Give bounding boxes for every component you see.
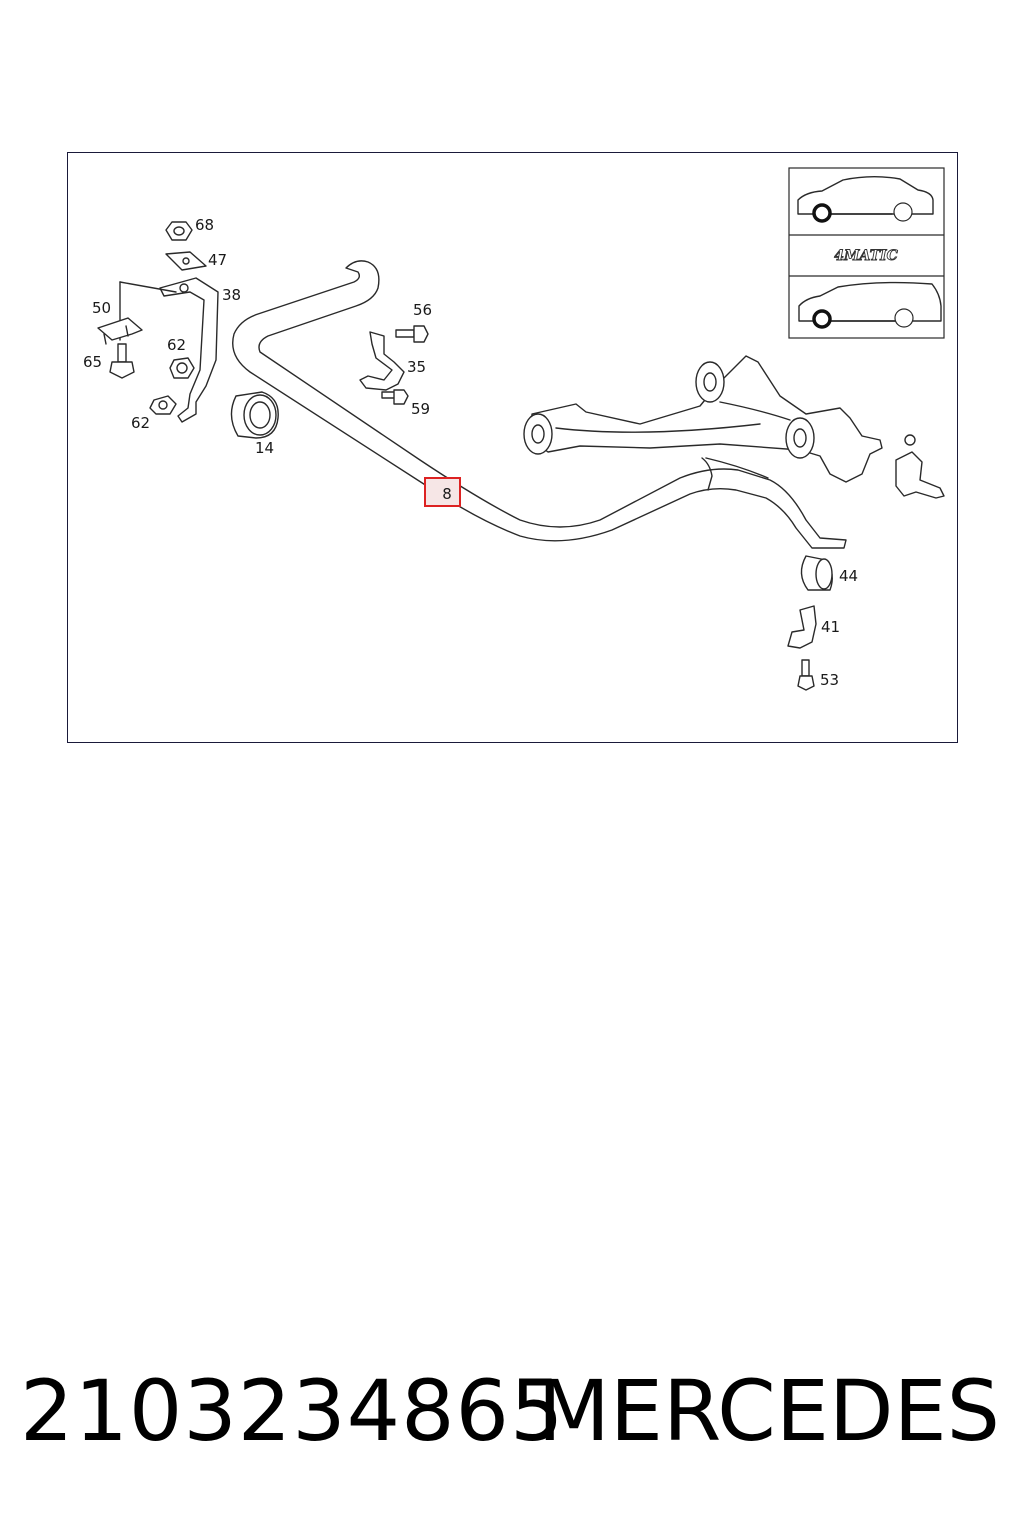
diagram-frame <box>67 152 958 743</box>
control-arm-assembly <box>523 355 945 499</box>
nut-62-lower <box>149 395 177 415</box>
label-65: 65 <box>83 353 102 371</box>
bolt-59 <box>381 389 409 405</box>
legend-badge-text: 4MATIC <box>834 248 897 264</box>
label-50: 50 <box>92 299 111 317</box>
clamp-35 <box>359 331 405 391</box>
bushing-14 <box>230 391 279 439</box>
label-47: 47 <box>208 251 227 269</box>
label-8: 8 <box>442 485 452 503</box>
label-68: 68 <box>195 216 214 234</box>
label-41: 41 <box>821 618 840 636</box>
label-56: 56 <box>413 301 432 319</box>
sedan-icon <box>797 176 934 223</box>
nut-62-upper <box>169 357 195 379</box>
clip-50 <box>97 317 143 345</box>
stabilizer-bar <box>232 260 847 549</box>
footer: 2103234865 MERCEDES <box>0 1362 1024 1472</box>
label-62b: 62 <box>131 414 150 432</box>
exploded-parts-diagram: 4MATIC <box>83 167 945 691</box>
vehicle-legend: 4MATIC <box>788 167 945 339</box>
label-35: 35 <box>407 358 426 376</box>
label-38: 38 <box>222 286 241 304</box>
nut-68 <box>165 221 193 241</box>
bolt-53 <box>797 659 815 691</box>
brand-name: MERCEDES <box>537 1362 1000 1460</box>
label-62a: 62 <box>167 336 186 354</box>
bolt-56 <box>395 325 429 343</box>
label-59: 59 <box>411 400 430 418</box>
clamp-41 <box>787 605 817 649</box>
bolt-65 <box>109 343 135 379</box>
plate-47 <box>165 251 207 271</box>
highlight-part-8[interactable]: 8 <box>424 477 461 507</box>
bushing-44 <box>800 555 833 591</box>
label-53: 53 <box>820 671 839 689</box>
label-14: 14 <box>255 439 274 457</box>
label-44: 44 <box>839 567 858 585</box>
part-number: 2103234865 <box>20 1362 565 1460</box>
estate-icon <box>798 281 942 329</box>
